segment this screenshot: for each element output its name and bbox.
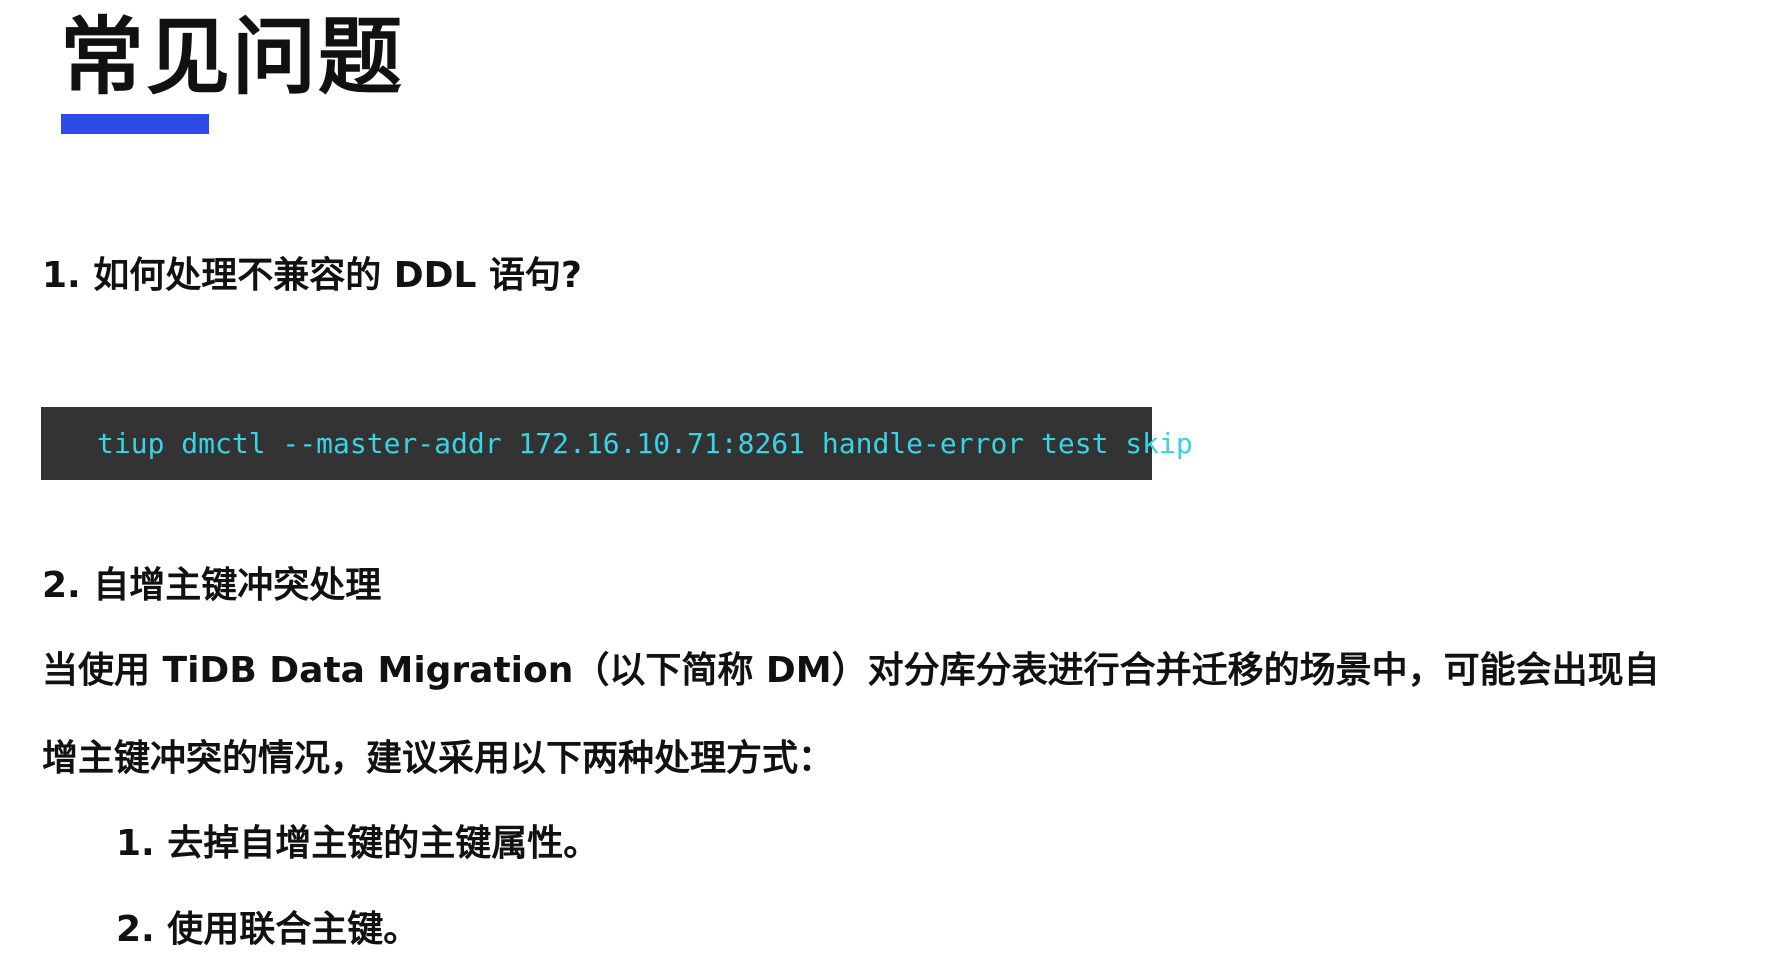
list-item-1: 1. 去掉自增主键的主键属性。	[116, 823, 600, 864]
list-item-2: 2. 使用联合主键。	[116, 909, 420, 950]
title-underline	[61, 114, 209, 134]
paragraph-line-2: 增主键冲突的情况，建议采用以下两种处理方式：	[42, 738, 835, 779]
page-title: 常见问题	[60, 8, 405, 106]
code-command: tiup dmctl --master-addr 172.16.10.71:82…	[97, 427, 1193, 460]
question-2-heading: 2. 自增主键冲突处理	[42, 565, 382, 606]
paragraph-line-1: 当使用 TiDB Data Migration（以下简称 DM）对分库分表进行合…	[42, 650, 1660, 691]
code-block: tiup dmctl --master-addr 172.16.10.71:82…	[41, 407, 1193, 480]
question-1-heading: 1. 如何处理不兼容的 DDL 语句?	[42, 255, 582, 296]
